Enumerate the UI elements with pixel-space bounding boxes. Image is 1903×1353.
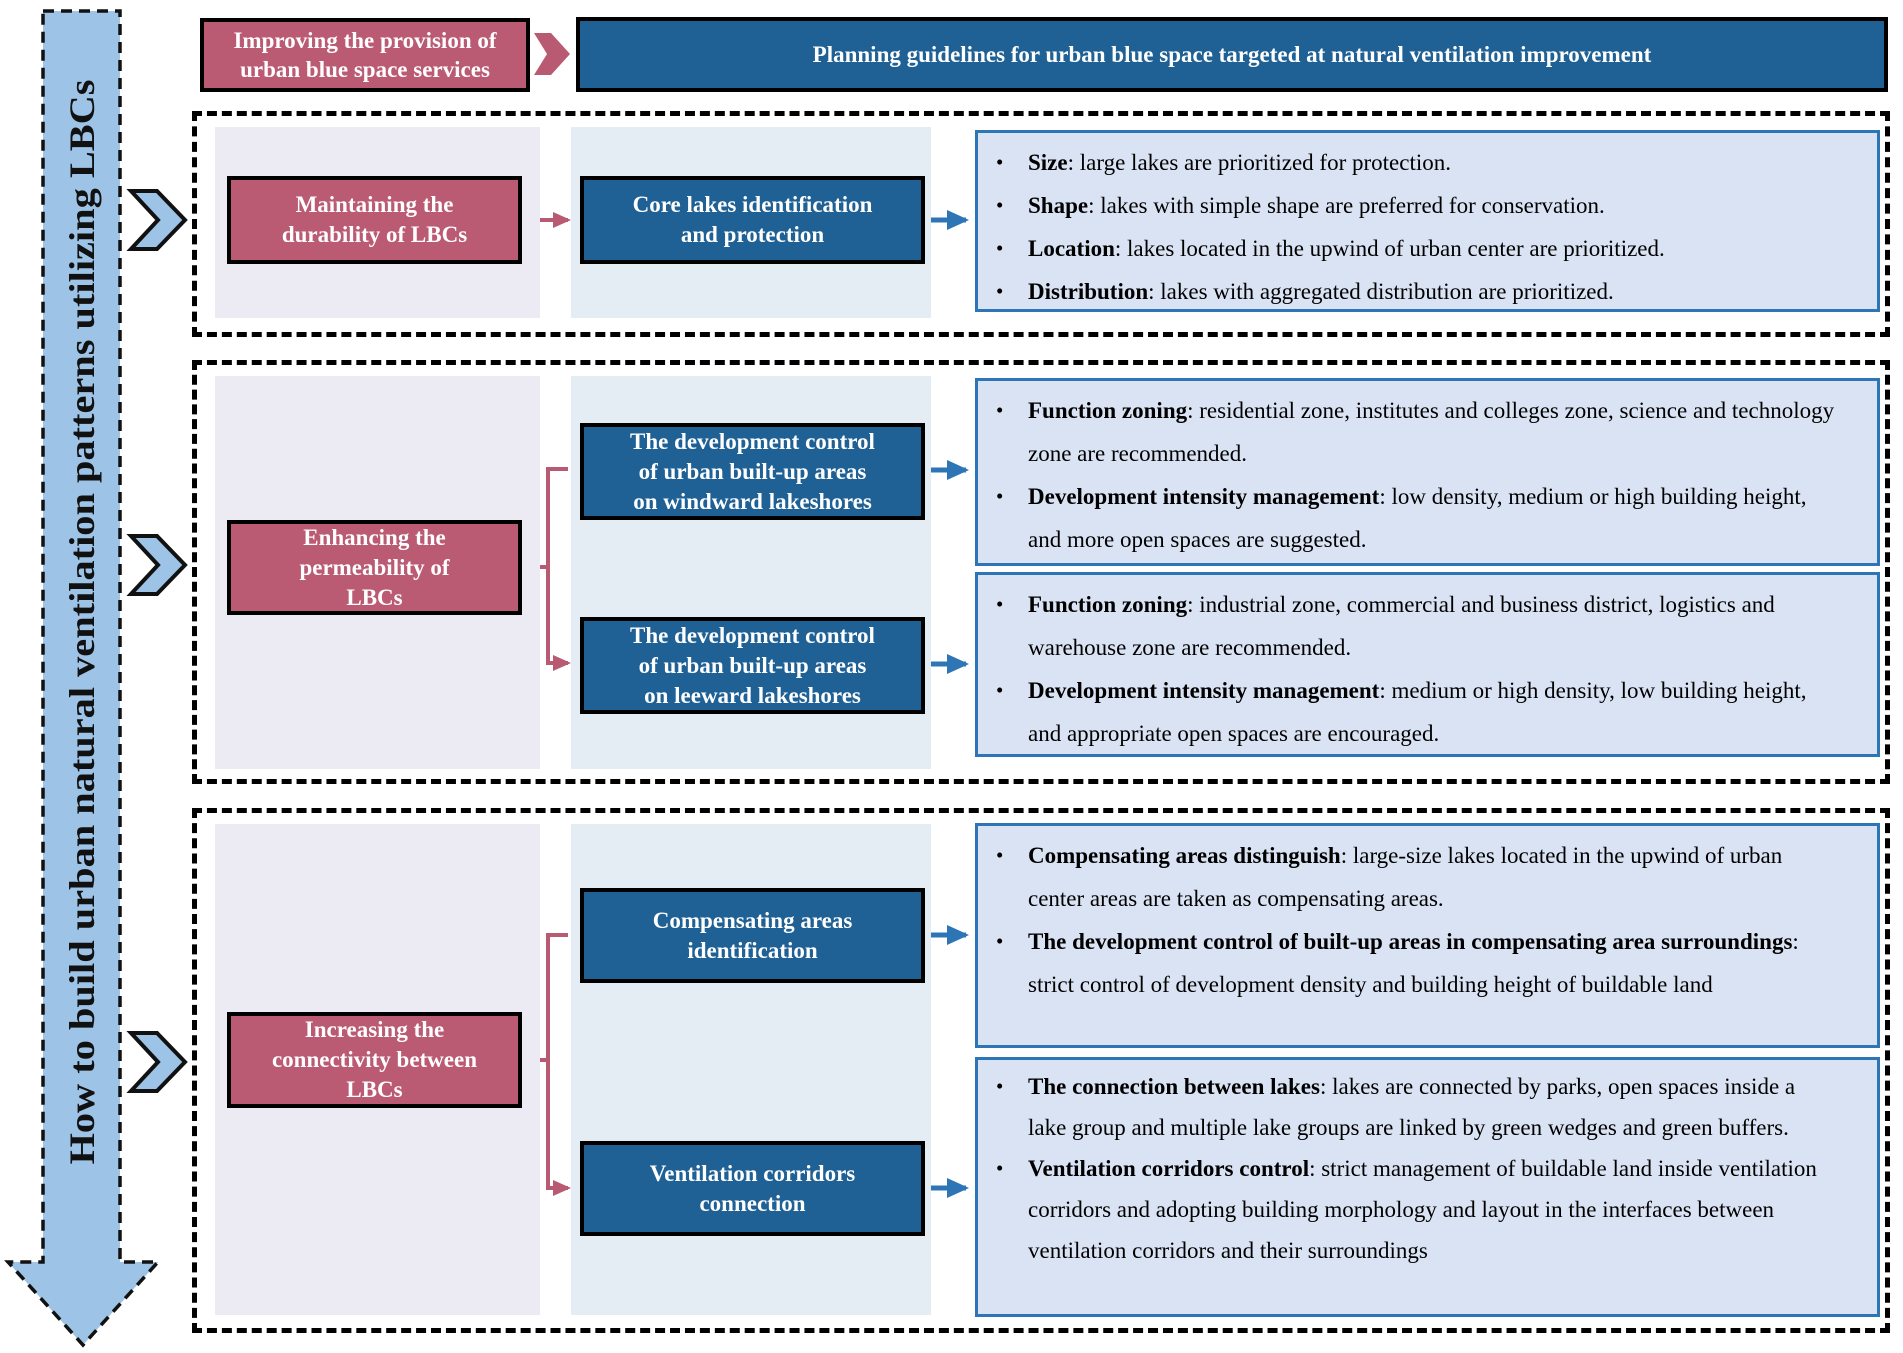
bullet-lead: Compensating areas distinguish: [1028, 843, 1341, 868]
bullet-lead: Distribution: [1028, 279, 1149, 304]
bullet-item: •Development intensity management: mediu…: [994, 669, 1837, 755]
bullet-marker-icon: •: [996, 929, 1004, 953]
strategy-box-windward: The development control of urban built-u…: [580, 423, 925, 520]
bullet-marker-icon: •: [996, 592, 1004, 616]
strategy-line: of urban built-up areas: [638, 458, 867, 484]
bullet-item: •Ventilation corridors control: strict m…: [994, 1148, 1837, 1271]
header-source-line: urban blue space services: [240, 57, 490, 82]
strategy-line: on leeward lakeshores: [644, 682, 861, 708]
bullet-list: •Compensating areas distinguish: large-s…: [994, 834, 1837, 1006]
section-permeability: [192, 360, 1890, 784]
goal-box-connectivity: Increasing the connectivity between LBCs: [227, 1012, 522, 1108]
section-connectivity: [192, 808, 1890, 1333]
section-durability: [192, 111, 1890, 337]
bullet-item: •Function zoning: residential zone, inst…: [994, 389, 1837, 475]
bullet-item: •Shape: lakes with simple shape are pref…: [994, 184, 1837, 227]
header-source-line: Improving the provision of: [233, 28, 497, 53]
strategy-line: identification: [687, 937, 818, 963]
chevron-icon-header: [534, 33, 570, 75]
bullet-item: •Size: large lakes are prioritized for p…: [994, 141, 1837, 184]
chevron-icon-section-1: [126, 189, 188, 251]
bullet-marker-icon: •: [996, 193, 1004, 217]
detail-panel-compensating: •Compensating areas distinguish: large-s…: [975, 823, 1880, 1048]
bullet-list: •The connection between lakes: lakes are…: [994, 1066, 1837, 1271]
bullet-item: •Function zoning: industrial zone, comme…: [994, 583, 1837, 669]
bullet-lead: Development intensity management: [1028, 484, 1380, 509]
bullet-item: •Location: lakes located in the upwind o…: [994, 227, 1837, 270]
strategy-line: of urban built-up areas: [638, 652, 867, 678]
goal-line: permeability of: [299, 554, 450, 580]
bullet-marker-icon: •: [996, 236, 1004, 260]
header-target-box: Planning guidelines for urban blue space…: [576, 17, 1888, 92]
bullet-marker-icon: •: [996, 279, 1004, 303]
bullet-item: •The connection between lakes: lakes are…: [994, 1066, 1837, 1148]
strategy-box-leeward: The development control of urban built-u…: [580, 617, 925, 714]
strategy-line: Compensating areas: [652, 907, 853, 933]
bullet-marker-icon: •: [996, 484, 1004, 508]
bullet-lead: Shape: [1028, 193, 1089, 218]
chevron-icon-section-3: [126, 1031, 188, 1093]
bullet-marker-icon: •: [996, 398, 1004, 422]
goal-line: Increasing the: [304, 1017, 445, 1042]
side-flow-arrow: [4, 9, 162, 1348]
strategy-line: on windward lakeshores: [633, 488, 872, 514]
strategy-box-core-lakes: Core lakes identification and protection: [580, 176, 925, 264]
bullet-item: •Compensating areas distinguish: large-s…: [994, 834, 1837, 920]
detail-panel-corridors: •The connection between lakes: lakes are…: [975, 1057, 1880, 1317]
strategy-box-corridors: Ventilation corridors connection: [580, 1141, 925, 1236]
goal-line: LBCs: [346, 584, 403, 610]
bullet-item: • The development control of built-up are…: [994, 920, 1837, 1006]
bullet-lead: Function zoning: [1028, 592, 1188, 617]
bullet-marker-icon: •: [996, 1156, 1004, 1180]
bullet-marker-icon: •: [996, 1074, 1004, 1098]
detail-panel-leeward: •Function zoning: industrial zone, comme…: [975, 572, 1880, 757]
header-target-label: Planning guidelines for urban blue space…: [812, 42, 1652, 67]
strategy-line: connection: [699, 1190, 806, 1216]
goal-line: Maintaining the: [295, 192, 454, 217]
bullet-lead: Size: [1028, 150, 1068, 175]
goal-line: connectivity between: [271, 1047, 478, 1072]
goal-line: LBCs: [346, 1077, 403, 1102]
side-flow-arrow-label: How to build urban natural ventilation p…: [62, 80, 102, 1165]
bullet-marker-icon: •: [996, 678, 1004, 702]
bullet-lead: The connection between lakes: [1028, 1074, 1320, 1099]
chevron-icon-section-2: [126, 534, 188, 596]
goal-line: durability of LBCs: [281, 222, 468, 247]
bullet-lead: Development intensity management: [1028, 678, 1380, 703]
detail-panel-windward: •Function zoning: residential zone, inst…: [975, 378, 1880, 566]
strategy-line: Core lakes identification: [632, 192, 873, 217]
strategy-line: The development control: [630, 428, 875, 454]
bullet-list: •Function zoning: industrial zone, comme…: [994, 583, 1837, 755]
bullet-lead: The development control of built-up area…: [1028, 929, 1793, 954]
strategy-line: Ventilation corridors: [649, 1160, 856, 1186]
strategy-box-compensating: Compensating areas identification: [580, 888, 925, 983]
detail-panel-core-lakes: •Size: large lakes are prioritized for p…: [975, 130, 1880, 312]
strategy-line: and protection: [680, 222, 825, 247]
goal-box-durability: Maintaining the durability of LBCs: [227, 176, 522, 264]
bullet-marker-icon: •: [996, 150, 1004, 174]
goal-line: Enhancing the: [303, 524, 446, 550]
bullet-lead: Location: [1028, 236, 1115, 261]
bullet-item: •Development intensity management: low d…: [994, 475, 1837, 561]
bullet-item: •Distribution: lakes with aggregated dis…: [994, 270, 1837, 313]
bullet-lead: Function zoning: [1028, 398, 1188, 423]
bullet-list: •Size: large lakes are prioritized for p…: [994, 141, 1837, 313]
header-source-box: Improving the provision of urban blue sp…: [200, 18, 530, 92]
bullet-marker-icon: •: [996, 843, 1004, 867]
bullet-lead: Ventilation corridors control: [1028, 1156, 1310, 1181]
bullet-list: •Function zoning: residential zone, inst…: [994, 389, 1837, 561]
goal-box-permeability: Enhancing the permeability of LBCs: [227, 520, 522, 615]
strategy-line: The development control: [630, 622, 875, 648]
